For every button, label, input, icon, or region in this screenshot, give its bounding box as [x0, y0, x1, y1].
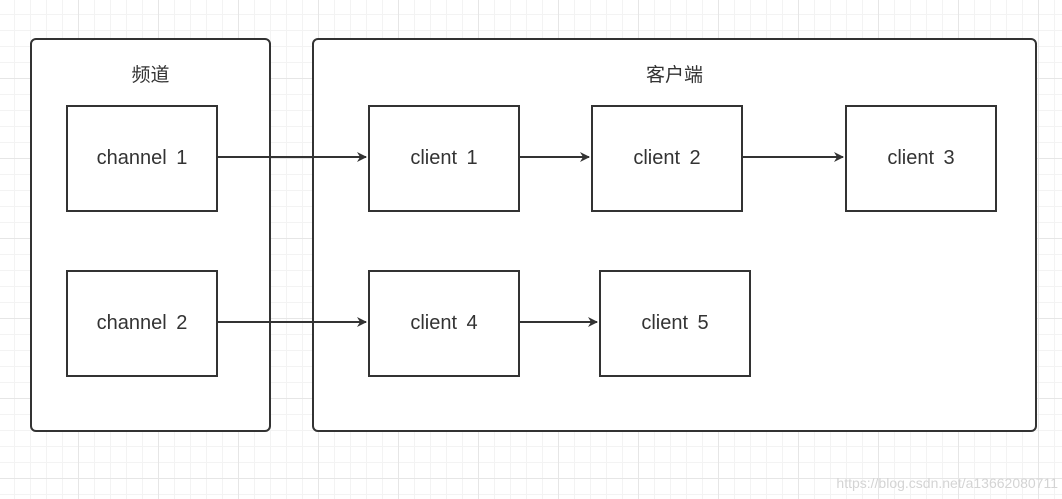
channel-group-title: 频道: [131, 64, 170, 86]
node-client-1[interactable]: client 1: [368, 105, 520, 212]
node-channel-2[interactable]: channel 2: [66, 270, 218, 377]
watermark-text: https://blog.csdn.net/a13662080711: [836, 475, 1058, 491]
node-client-2[interactable]: client 2: [591, 105, 743, 212]
node-channel-1[interactable]: channel 1: [66, 105, 218, 212]
node-client-4[interactable]: client 4: [368, 270, 520, 377]
node-client-3[interactable]: client 3: [845, 105, 997, 212]
node-client-5[interactable]: client 5: [599, 270, 751, 377]
client-group-title: 客户端: [645, 64, 703, 86]
